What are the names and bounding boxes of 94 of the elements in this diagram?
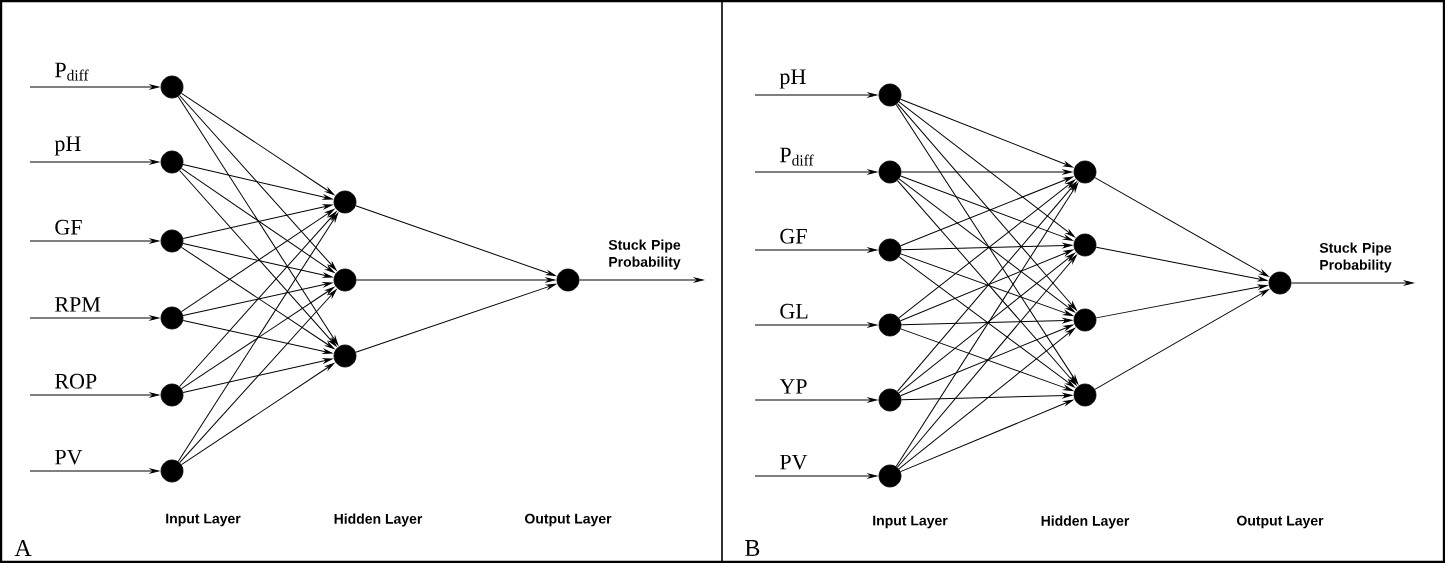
output-label: Stuck Pipe Probability (608, 239, 681, 270)
arrow (180, 209, 335, 313)
layer-label: Input Layer (166, 513, 241, 527)
arrow (898, 327, 1075, 470)
arrow (754, 322, 878, 328)
arrow (29, 84, 160, 90)
arrow (177, 96, 339, 346)
arrow (1094, 177, 1269, 277)
arrow (754, 169, 878, 175)
input-label: pH (779, 69, 806, 89)
arrow (900, 393, 1073, 401)
panel-letter: B (745, 540, 760, 556)
input-label: GL (780, 303, 808, 319)
arrow (1095, 246, 1268, 282)
arrow (181, 286, 335, 390)
input-label: P$_{diff}$ (780, 147, 814, 166)
arrow (1095, 284, 1268, 319)
arrow (900, 318, 1073, 326)
arrow (895, 182, 1079, 467)
input-label: GF (780, 228, 807, 244)
arrow (182, 319, 333, 354)
arrow (754, 92, 878, 98)
panel-letter: A (14, 540, 32, 556)
neuron (878, 83, 902, 107)
arrow (895, 104, 1079, 385)
arrow (29, 315, 160, 321)
layer-label: Hidden Layer (1041, 515, 1130, 529)
arrow (754, 247, 878, 253)
neuron (333, 268, 357, 292)
layer-label: Hidden Layer (334, 513, 423, 527)
neuron (878, 464, 902, 488)
arrow (754, 473, 878, 479)
neuron (160, 229, 184, 253)
input-label: PV (55, 449, 83, 465)
output-label: Stuck Pipe Probability (1319, 242, 1392, 273)
arrow (182, 164, 333, 200)
input-label: YP (779, 379, 807, 394)
arrow (900, 243, 1073, 251)
input-label: ROP (55, 373, 97, 389)
arrow (29, 468, 160, 474)
arrow (896, 254, 1077, 468)
arrow (180, 167, 335, 273)
neuron (160, 306, 184, 330)
neuron (878, 388, 902, 412)
arrow (29, 159, 160, 165)
neuron (878, 160, 902, 184)
layer-label: Output Layer (1237, 515, 1324, 529)
arrow (181, 92, 335, 196)
neuron (160, 383, 184, 407)
arrow (29, 392, 160, 398)
arrow (29, 238, 160, 244)
input-label: P$_{diff}$ (55, 62, 89, 81)
neuron (333, 344, 357, 368)
neuron (556, 268, 580, 292)
arrow (900, 399, 1074, 473)
neuron (1073, 233, 1097, 257)
arrow (181, 246, 335, 350)
arrow (355, 283, 556, 353)
neuron (160, 75, 184, 99)
arrow (179, 95, 337, 271)
neuron (160, 150, 184, 174)
arrow (1094, 289, 1269, 390)
layer-label: Input Layer (873, 515, 948, 529)
input-label: GF (55, 219, 82, 235)
arrow (355, 277, 556, 283)
arrow (179, 170, 337, 347)
input-label: RPM (55, 297, 101, 312)
arrow (900, 98, 1073, 168)
neuron (1073, 308, 1097, 332)
neuron (333, 190, 357, 214)
arrow (179, 289, 337, 464)
neuron (878, 238, 902, 262)
neuron (878, 313, 902, 337)
neuron (160, 459, 184, 483)
arrow (177, 212, 339, 462)
arrow (181, 362, 335, 466)
arrow (182, 243, 333, 278)
arrow (754, 397, 878, 403)
arrow (898, 101, 1075, 238)
arrow (897, 103, 1077, 311)
neuron (1073, 383, 1097, 407)
arrow (578, 277, 704, 283)
arrow (900, 169, 1073, 175)
arrow (179, 211, 337, 387)
arrow (182, 358, 333, 393)
layer-label: Output Layer (525, 513, 612, 527)
neuron (1268, 271, 1292, 295)
arrow (1290, 280, 1414, 286)
arrow (182, 282, 333, 317)
input-label: pH (54, 136, 81, 156)
input-label: PV (780, 454, 808, 470)
arrow (355, 205, 556, 277)
neuron (1073, 160, 1097, 184)
arrow (182, 204, 333, 239)
